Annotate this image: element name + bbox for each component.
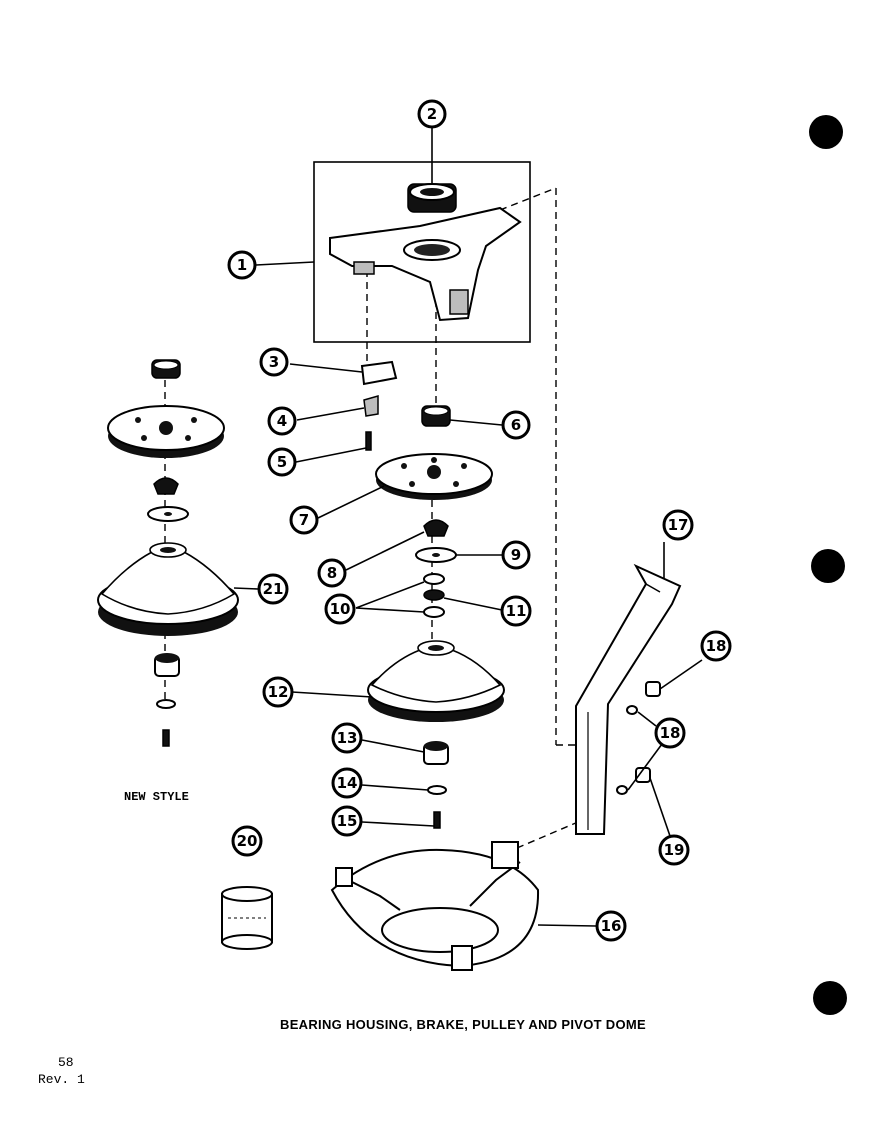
callout-11: 11 (500, 595, 532, 627)
leader-lines (233, 128, 703, 927)
bearing-housing-part (329, 206, 522, 322)
grease-container-part (221, 886, 273, 950)
brake-disc-part (375, 453, 493, 500)
page-number: 58 (58, 1055, 74, 1070)
svg-text:13: 13 (337, 729, 358, 747)
washer-14-part (427, 785, 447, 795)
svg-text:16: 16 (601, 917, 622, 935)
pivot-dome-part (330, 841, 540, 971)
binder-hole-top (809, 115, 843, 149)
brake-clip-part (363, 395, 379, 417)
bearing-housing-box (313, 161, 531, 343)
svg-text:18: 18 (660, 724, 681, 742)
spring-retainer-part (423, 519, 449, 537)
screw-15-part (433, 811, 441, 829)
svg-text:1: 1 (237, 256, 247, 274)
callout-1: 1 (227, 250, 257, 280)
brake-bracket-part (360, 360, 398, 386)
callout-20: 20 (231, 825, 263, 857)
new-style-parts (97, 359, 239, 747)
callout-3: 3 (259, 347, 289, 377)
bearing-part (407, 183, 457, 213)
binder-hole-bottom (813, 981, 847, 1015)
callout-16: 16 (595, 910, 627, 942)
o-ring-part (423, 589, 445, 601)
svg-text:9: 9 (511, 546, 521, 564)
callout-8: 8 (317, 558, 347, 588)
svg-text:21: 21 (263, 580, 284, 598)
svg-text:14: 14 (337, 774, 358, 792)
svg-text:18: 18 (706, 637, 727, 655)
pulley-part (367, 640, 505, 722)
svg-text:10: 10 (330, 600, 351, 618)
svg-text:20: 20 (237, 832, 258, 850)
callout-21: 21 (257, 573, 289, 605)
page-revision: Rev. 1 (38, 1072, 85, 1087)
svg-text:12: 12 (268, 683, 289, 701)
callout-13: 13 (331, 722, 363, 754)
svg-text:2: 2 (427, 105, 437, 123)
callout-5: 5 (267, 447, 297, 477)
callout-15: 15 (331, 805, 363, 837)
svg-text:3: 3 (269, 353, 279, 371)
svg-text:6: 6 (511, 416, 521, 434)
washer-9-part (415, 547, 457, 563)
callout-12: 12 (262, 676, 294, 708)
svg-text:8: 8 (327, 564, 337, 582)
callout-18-upper: 18 (700, 630, 732, 662)
callout-14: 14 (331, 767, 363, 799)
washer-10-upper-part (423, 573, 445, 585)
callout-9: 9 (501, 540, 531, 570)
callout-2: 2 (417, 99, 447, 129)
callout-10: 10 (324, 593, 356, 625)
callout-19: 19 (658, 834, 690, 866)
support-leg-part (575, 563, 682, 835)
binder-hole-middle (811, 549, 845, 583)
svg-text:11: 11 (506, 602, 527, 620)
callout-6: 6 (501, 410, 531, 440)
svg-text:7: 7 (299, 511, 309, 529)
svg-text:19: 19 (664, 841, 685, 859)
svg-text:15: 15 (337, 812, 358, 830)
screw-5-part (365, 431, 372, 451)
svg-text:5: 5 (277, 453, 287, 471)
svg-text:17: 17 (668, 516, 689, 534)
bushing-part (421, 405, 451, 427)
svg-text:4: 4 (277, 412, 287, 430)
alignment-lines (164, 187, 579, 849)
callout-17: 17 (662, 509, 694, 541)
new-style-label: NEW STYLE (124, 790, 189, 804)
clamp-13-part (423, 741, 449, 765)
callout-7: 7 (289, 505, 319, 535)
diagram-title: BEARING HOUSING, BRAKE, PULLEY AND PIVOT… (280, 1017, 646, 1032)
washer-10-lower-part (423, 606, 445, 618)
callout-18-lower: 18 (654, 717, 686, 749)
bolt-and-washer-parts (616, 681, 661, 795)
callout-4: 4 (267, 406, 297, 436)
